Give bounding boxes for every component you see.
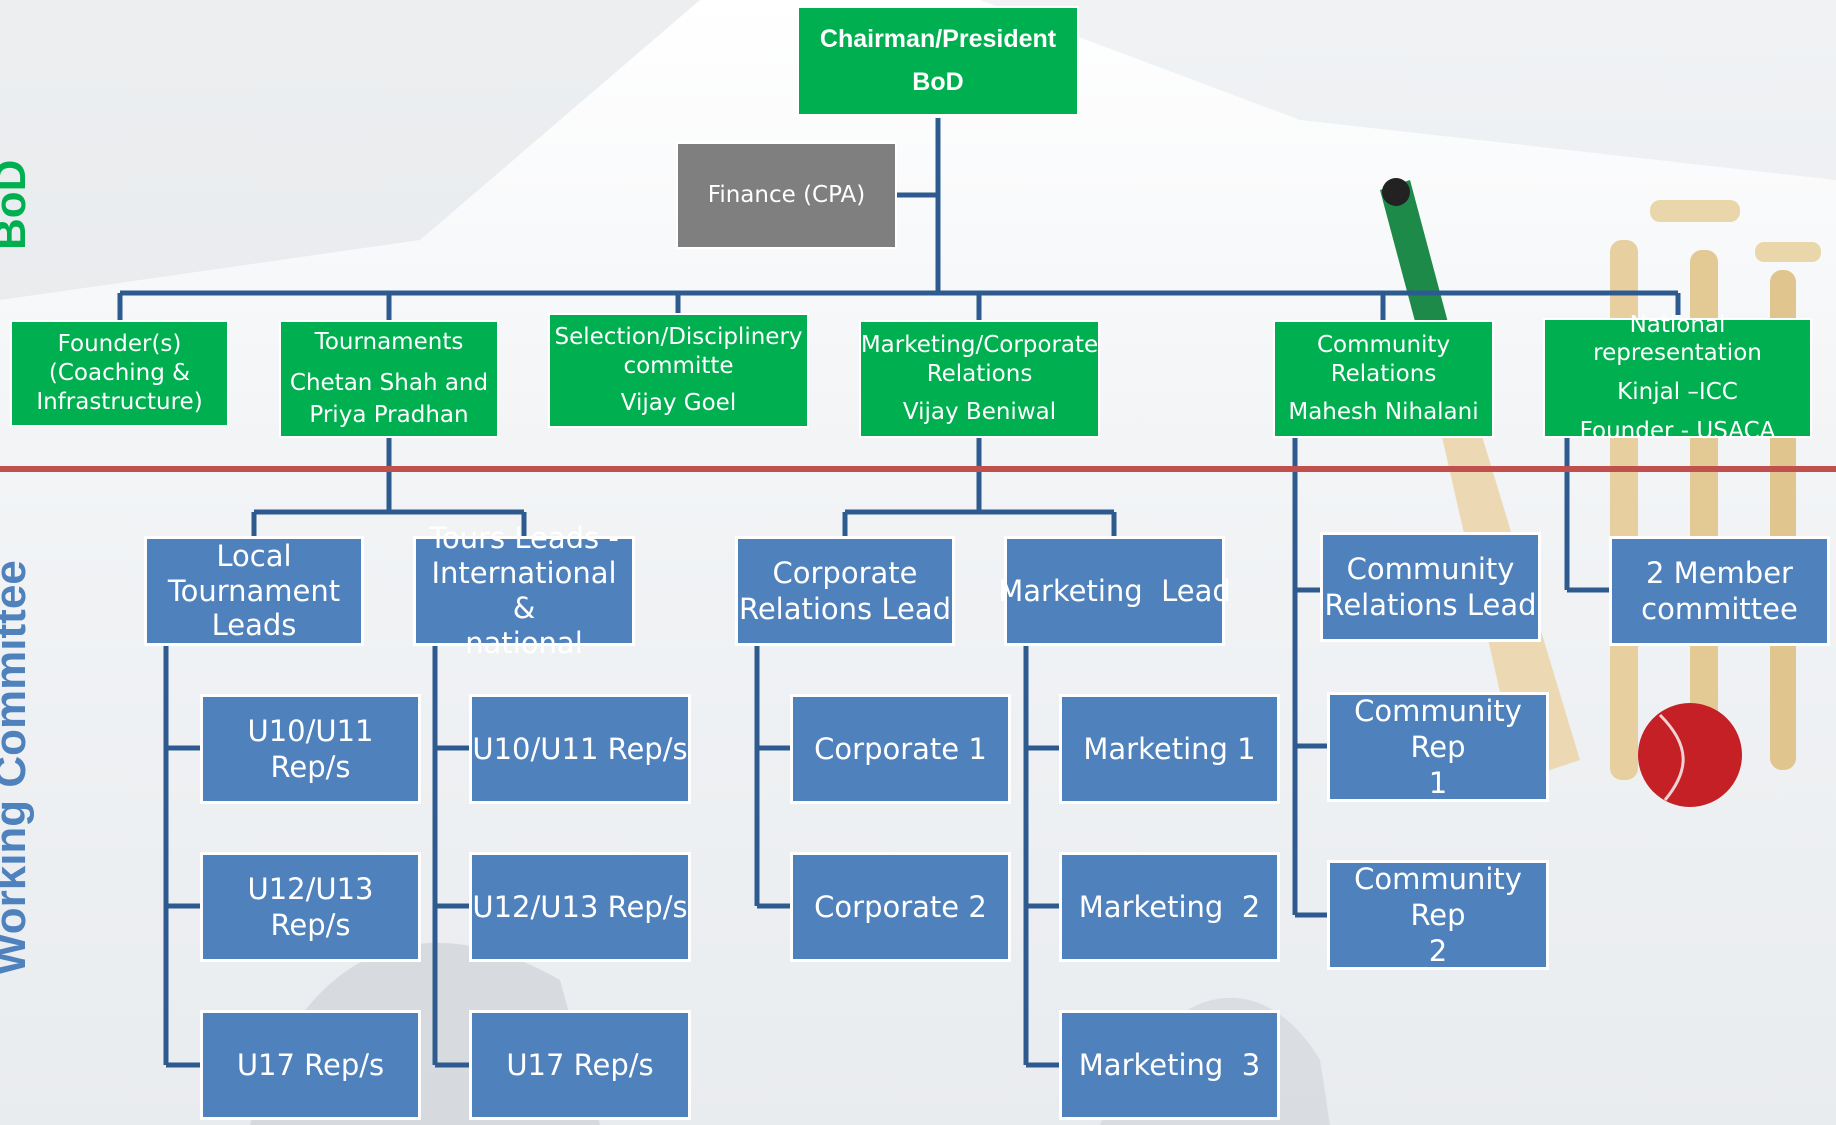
local-rep-u12-u13: U12/U13 Rep/s	[200, 852, 421, 962]
founders-box: Founder(s) (Coaching & Infrastructure)	[10, 320, 229, 427]
local-leads-line-3: Leads	[211, 608, 297, 643]
founders-line-3: Infrastructure)	[36, 388, 203, 415]
tours-rep-u17: U17 Rep/s	[469, 1010, 691, 1120]
community-rep-1-box: Community Rep 1	[1327, 692, 1549, 802]
marketing-corporate-box: Marketing/Corporate Relations Vijay Beni…	[859, 320, 1100, 438]
tours-leads-line-1: Tours Leads -	[429, 521, 619, 556]
marketing-3-box: Marketing 3	[1059, 1010, 1280, 1120]
community-rep-line-2: 1	[1428, 766, 1448, 801]
ball-graphic	[1638, 703, 1742, 807]
side-label-bod: BoD	[0, 159, 35, 250]
marketing-rep-label: Marketing 3	[1078, 1047, 1261, 1082]
tours-rep-u12-u13: U12/U13 Rep/s	[469, 852, 691, 962]
national-representation-box: National representation Kinjal –ICC Foun…	[1543, 312, 1812, 444]
finance-label: Finance (CPA)	[707, 182, 866, 209]
tournaments-line-3: Priya Pradhan	[309, 402, 469, 429]
tours-rep-label: U10/U11 Rep/s	[472, 731, 688, 766]
member-committee-line-1: 2 Member	[1646, 555, 1793, 590]
local-rep-label: U12/U13 Rep/s	[247, 871, 374, 942]
community-rep-line-1: Community Rep	[1354, 861, 1522, 932]
marketing-line-3: Vijay Beniwal	[902, 399, 1057, 426]
local-rep-label: U10/U11 Rep/s	[247, 713, 374, 784]
local-rep-u17: U17 Rep/s	[200, 1010, 421, 1120]
community-line-2: Relations	[1330, 360, 1437, 387]
comm-lead-line-2: Relations Lead	[1324, 588, 1537, 622]
tours-leads-box: Tours Leads - International & national	[413, 521, 635, 660]
chairman-title: Chairman/President	[819, 24, 1057, 53]
marketing-title: Marketing/Corporate	[860, 331, 1099, 358]
local-tournament-leads-box: Local Tournament Leads	[144, 536, 364, 646]
corporate-relations-lead-box: Corporate Relations Lead	[735, 536, 955, 646]
selection-title: Selection/Disciplinery	[554, 324, 803, 351]
local-leads-line-2: Tournament	[167, 573, 341, 608]
tours-rep-label: U12/U13 Rep/s	[472, 889, 688, 924]
tournaments-box: Tournaments Chetan Shah and Priya Pradha…	[279, 320, 499, 438]
tours-rep-u10-u11: U10/U11 Rep/s	[469, 694, 691, 804]
community-relations-lead-box: Community Relations Lead	[1320, 532, 1541, 642]
local-leads-line-1: Local	[216, 538, 292, 573]
side-label-working-committee: Working Committee	[0, 560, 35, 975]
tours-leads-line-3: national	[465, 625, 583, 660]
tournaments-line-2: Chetan Shah and	[289, 369, 489, 396]
corp-lead-line-1: Corporate	[772, 555, 918, 590]
corp-lead-line-2: Relations Lead	[738, 592, 952, 626]
community-line-3: Mahesh Nihalani	[1288, 399, 1479, 426]
member-committee-line-2: committee	[1641, 592, 1798, 626]
community-rep-line-2: 2	[1428, 934, 1448, 969]
tournaments-title: Tournaments	[314, 328, 464, 355]
marketing-1-box: Marketing 1	[1059, 694, 1280, 804]
selection-line-2: committe	[623, 353, 734, 380]
corporate-1-box: Corporate 1	[790, 694, 1011, 804]
tours-rep-label: U17 Rep/s	[506, 1047, 654, 1082]
national-title: National representation	[1593, 311, 1762, 367]
chairman-subtitle: BoD	[912, 68, 964, 96]
selection-line-3: Vijay Goel	[620, 389, 737, 416]
corporate-2-box: Corporate 2	[790, 852, 1011, 962]
founders-line-2: (Coaching &	[48, 360, 191, 387]
marketing-lead-label: Marketing Lead	[998, 573, 1231, 608]
marketing-line-2: Relations	[926, 360, 1033, 387]
comm-lead-line-1: Community	[1346, 551, 1515, 586]
marketing-rep-label: Marketing 1	[1083, 731, 1256, 766]
marketing-lead-box: Marketing Lead	[998, 536, 1231, 646]
tours-leads-line-2: International &	[431, 556, 617, 625]
community-rep-2-box: Community Rep 2	[1327, 860, 1549, 970]
corporate-rep-label: Corporate 1	[814, 731, 987, 766]
marketing-2-box: Marketing 2	[1059, 852, 1280, 962]
community-relations-box: Community Relations Mahesh Nihalani	[1273, 320, 1494, 438]
national-line-3: Founder - USACA	[1579, 417, 1776, 444]
founders-line-1: Founder(s)	[57, 331, 182, 358]
member-committee-box: 2 Member committee	[1609, 536, 1830, 646]
local-rep-u10-u11: U10/U11 Rep/s	[200, 694, 421, 804]
marketing-rep-label: Marketing 2	[1078, 889, 1261, 924]
selection-box: Selection/Disciplinery committe Vijay Go…	[548, 313, 809, 428]
finance-box: Finance (CPA)	[676, 142, 897, 249]
chairman-box: Chairman/President BoD	[797, 6, 1079, 116]
corporate-rep-label: Corporate 2	[814, 889, 987, 924]
local-rep-label: U17 Rep/s	[236, 1047, 385, 1082]
community-title: Community	[1316, 331, 1451, 358]
national-line-2: Kinjal –ICC	[1617, 379, 1738, 405]
community-rep-line-1: Community Rep	[1354, 693, 1522, 764]
